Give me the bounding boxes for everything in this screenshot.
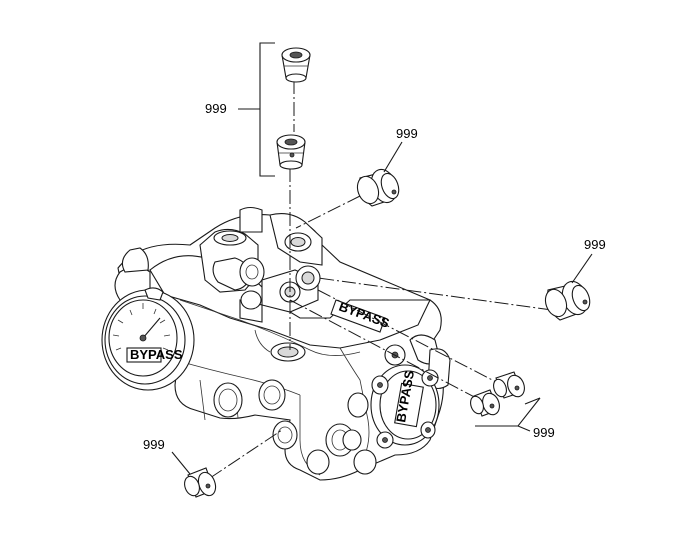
valve-stack xyxy=(199,206,323,323)
pressure-gauge: BYPASS xyxy=(101,287,195,391)
center-lines xyxy=(209,80,553,479)
plug-bottom-right-2 xyxy=(470,389,500,417)
callout-bottom-right-pair: 999 xyxy=(533,425,555,440)
gauge-label: BYPASS xyxy=(130,347,183,362)
callout-far-right-plug: 999 xyxy=(584,237,606,252)
round-cover: BYPASS xyxy=(342,344,440,451)
plug-upper-right xyxy=(356,168,400,207)
callout-bottom-left-plug: 999 xyxy=(143,437,165,452)
plug-far-right xyxy=(544,280,591,321)
plug-bottom-right-1 xyxy=(493,371,525,399)
callout-leaders xyxy=(171,42,593,475)
callout-upper-right-plug: 999 xyxy=(396,126,418,141)
plug-top-1 xyxy=(281,47,311,83)
plug-bottom-left xyxy=(184,467,217,498)
plug-top-2 xyxy=(276,134,306,170)
callout-top-pair: 999 xyxy=(205,101,227,116)
